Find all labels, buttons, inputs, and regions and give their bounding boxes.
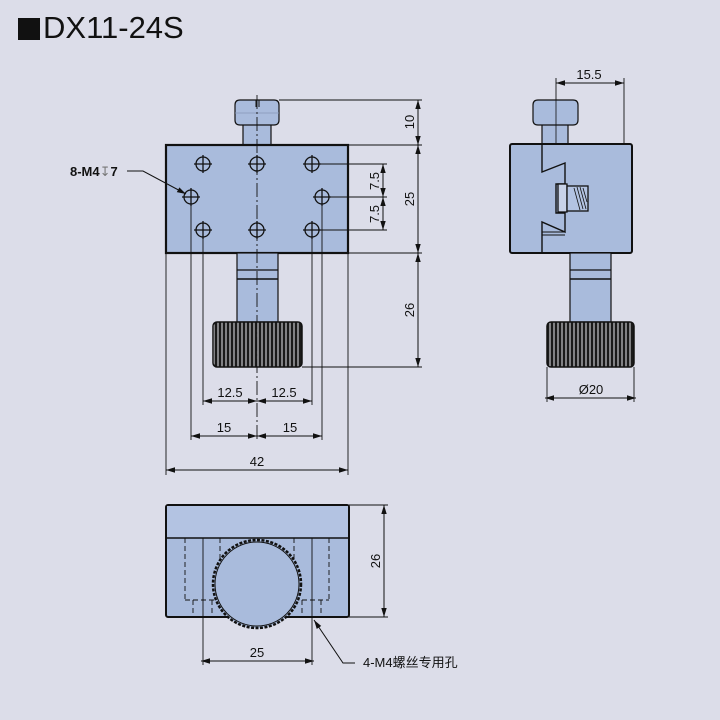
dim-inner-left: 12.5: [217, 385, 242, 400]
hole-callout-bottom: 4-M4螺丝专用孔: [363, 655, 458, 670]
drawing-title: DX11-24S: [18, 10, 184, 46]
dim-hole-offset-lower: 7.5: [367, 205, 382, 223]
model-name: DX11-24S: [43, 10, 184, 45]
side-knurled-knob: [546, 321, 635, 368]
dim-knob-diameter: Ø20: [579, 382, 604, 397]
front-view: 10 25 26 7.5 7.5 12.5 12.5 15 15 42 8-M4…: [70, 95, 422, 475]
dim-body-height: 25: [402, 192, 417, 206]
dim-cap-height: 10: [402, 115, 417, 129]
dim-hole-spacing: 25: [250, 645, 264, 660]
hole-icon: [194, 155, 212, 173]
dim-outer-right: 15: [283, 420, 297, 435]
bottom-view: 26 25 4-M4螺丝专用孔: [165, 504, 458, 670]
dim-body-width: 42: [250, 454, 264, 469]
side-lock-screw: [557, 183, 589, 213]
dim-hole-offset-upper: 7.5: [367, 172, 382, 190]
dim-shaft-length: 26: [402, 303, 417, 317]
front-knurled-knob: [212, 321, 303, 368]
front-adjust-shaft: [236, 252, 279, 323]
hole-callout-front: 8-M4↧7: [70, 164, 118, 179]
title-square-marker: [18, 18, 40, 40]
front-top-screw: [234, 99, 280, 147]
dim-inner-right: 12.5: [271, 385, 296, 400]
side-view: 15.5 Ø20: [509, 67, 636, 402]
dim-top-width: 15.5: [576, 67, 601, 82]
dim-bottom-height: 26: [368, 554, 383, 568]
dim-outer-left: 15: [217, 420, 231, 435]
